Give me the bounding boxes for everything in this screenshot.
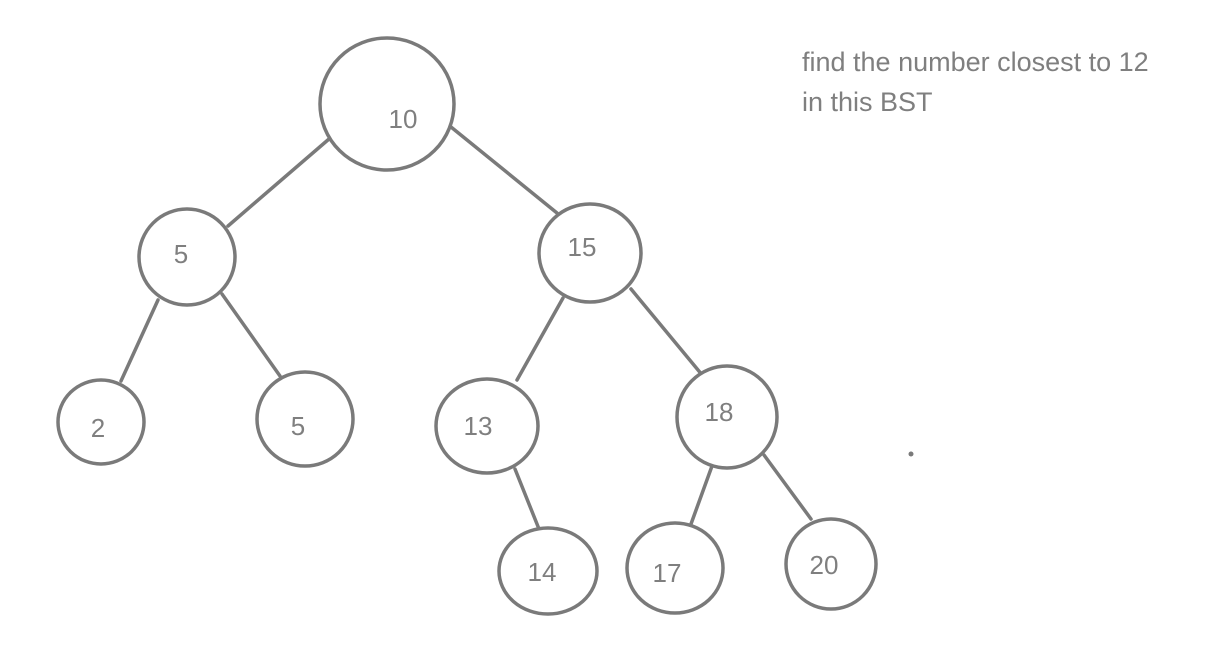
node-label: 13 (464, 411, 493, 441)
node-label: 15 (568, 232, 597, 262)
node-circle (137, 207, 237, 307)
question-line-2: in this BST (802, 87, 933, 117)
node-label: 20 (810, 550, 839, 580)
node-circle (255, 370, 355, 468)
edge-n15-n18 (629, 287, 705, 378)
node-n2: 2 (56, 378, 146, 466)
node-n10: 10 (318, 36, 456, 172)
question-line-1: find the number closest to 12 (802, 47, 1149, 77)
edge-n18-n20 (762, 453, 813, 521)
node-label: 18 (705, 397, 734, 427)
question-note: find the number closest to 12 in this BS… (802, 42, 1149, 122)
node-label: 10 (389, 104, 418, 134)
node-n5a: 5 (137, 207, 237, 307)
edge-n5a-n2 (119, 298, 160, 383)
node-n14: 14 (497, 526, 599, 616)
node-label: 17 (653, 558, 682, 588)
node-circle (434, 377, 540, 475)
node-label: 14 (528, 557, 557, 587)
node-circle (625, 521, 725, 615)
edge-n13-n14 (513, 467, 541, 531)
node-circle (784, 517, 878, 611)
node-n5b: 5 (255, 370, 355, 468)
stray-dot (908, 451, 914, 457)
edge-n10-n5a (226, 137, 331, 228)
edge-n5a-n5b (220, 292, 282, 378)
node-n15: 15 (537, 202, 643, 304)
node-n13: 13 (434, 377, 540, 475)
node-n17: 17 (625, 521, 725, 615)
node-circle (537, 202, 643, 304)
node-n20: 20 (784, 517, 878, 611)
node-circle (675, 364, 779, 470)
node-circle (318, 36, 456, 172)
node-label: 5 (291, 411, 305, 441)
node-label: 2 (91, 413, 105, 443)
node-circle (56, 378, 146, 466)
node-n18: 18 (675, 364, 779, 470)
edge-n18-n17 (689, 464, 714, 526)
edge-n15-n13 (515, 296, 565, 382)
edge-n10-n15 (449, 125, 559, 215)
tree-edges (119, 125, 813, 531)
node-circle (497, 526, 599, 616)
node-label: 5 (174, 239, 188, 269)
